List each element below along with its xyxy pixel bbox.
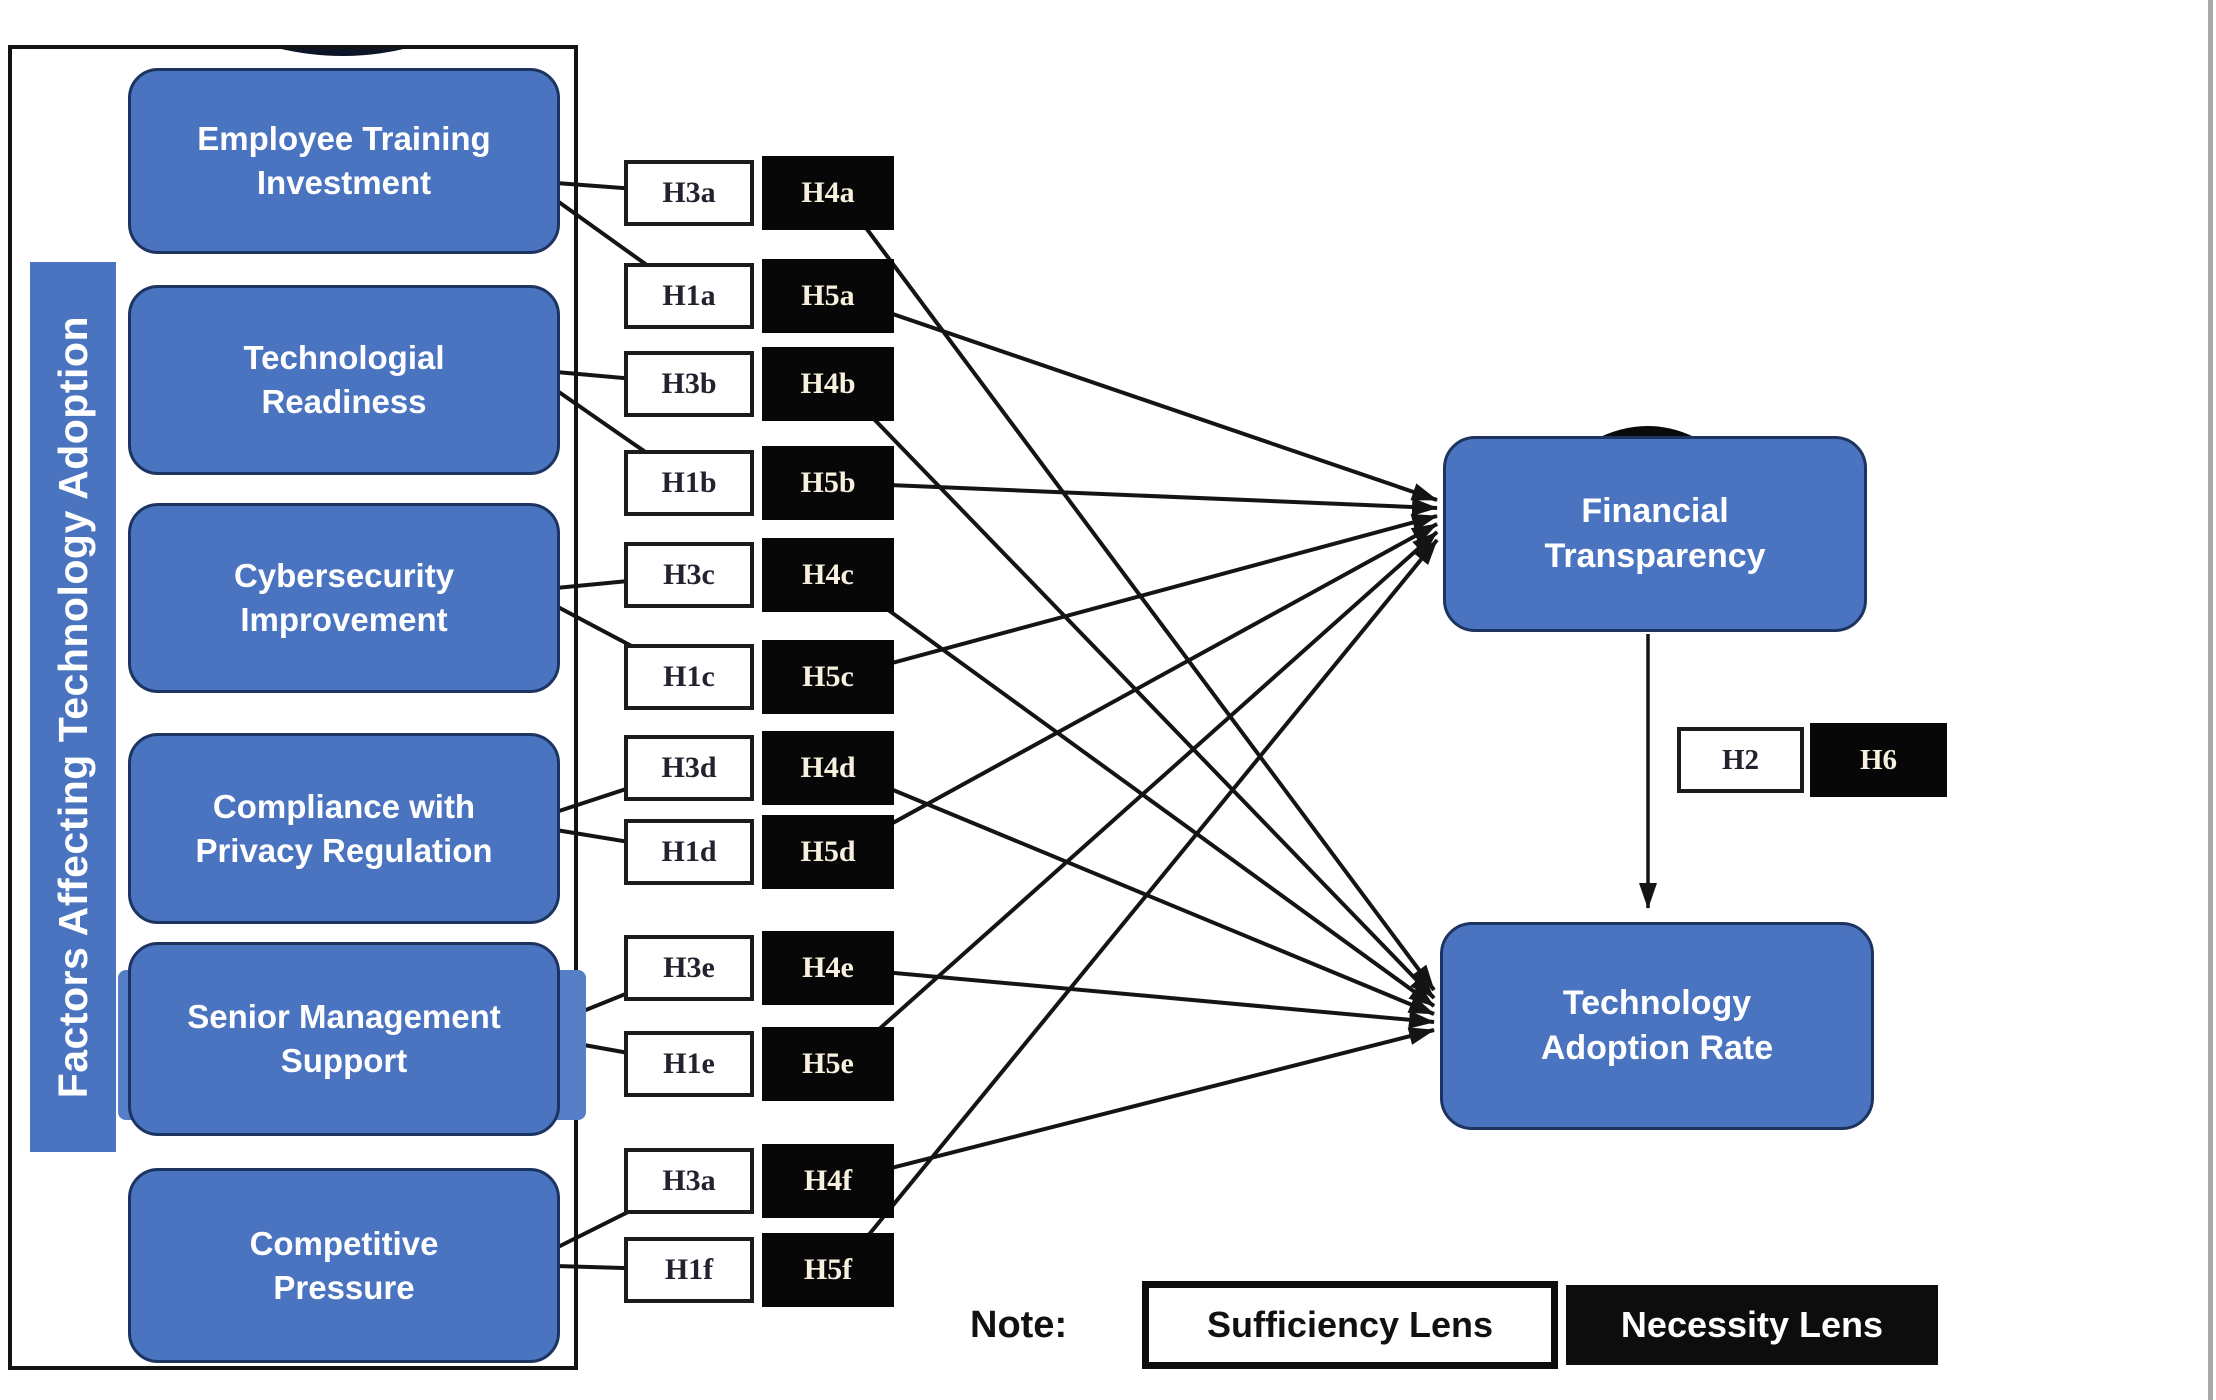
- factors-group-label: Factors Affecting Technology Adoption: [49, 315, 96, 1099]
- legend-necessity-lens: Necessity Lens: [1566, 1285, 1938, 1365]
- sufficiency-label-box: H3a: [624, 160, 754, 226]
- legend-sufficiency-lens: Sufficiency Lens: [1142, 1281, 1558, 1369]
- necessity-label-box: H4b: [762, 347, 894, 421]
- sufficiency-label-box: H3b: [624, 351, 754, 417]
- sufficiency-label-box: H1b: [624, 450, 754, 516]
- factor-competitive-pressure: Competitive Pressure: [128, 1168, 560, 1363]
- sufficiency-label-box: H3e: [624, 935, 754, 1001]
- necessity-label-box: H5d: [762, 815, 894, 889]
- necessity-label-box: H4f: [762, 1144, 894, 1218]
- factor-senior-management-support: Senior Management Support: [128, 942, 560, 1136]
- sufficiency-label-box: H3a: [624, 1148, 754, 1214]
- frame-top-artifact: [277, 48, 408, 56]
- necessity-label-box: H5a: [762, 259, 894, 333]
- factor-cybersecurity-improvement: Cybersecurity Improvement: [128, 503, 560, 693]
- sufficiency-label-box: H1c: [624, 644, 754, 710]
- necessity-label-box: H4e: [762, 931, 894, 1005]
- factors-group-label-strip: Factors Affecting Technology Adoption: [30, 262, 116, 1152]
- sufficiency-label-box: H1a: [624, 263, 754, 329]
- note-label: Note:: [970, 1303, 1068, 1346]
- necessity-label-box: H4c: [762, 538, 894, 612]
- sufficiency-label-box: H1d: [624, 819, 754, 885]
- necessity-label-box: H5e: [762, 1027, 894, 1101]
- mediation-necessity-box: H6: [1810, 723, 1947, 797]
- outcome-technology-adoption-rate: Technology Adoption Rate: [1440, 922, 1874, 1130]
- sufficiency-label-box: H3c: [624, 542, 754, 608]
- necessity-label-box: H5f: [762, 1233, 894, 1307]
- factor-technological-readiness: Technologial Readiness: [128, 285, 560, 475]
- sufficiency-label-box: H3d: [624, 735, 754, 801]
- necessity-label-box: H4d: [762, 731, 894, 805]
- necessity-label-box: H5c: [762, 640, 894, 714]
- factors-group-frame: [8, 45, 578, 1370]
- sufficiency-label-box: H1f: [624, 1237, 754, 1303]
- page-edge-line: [2208, 0, 2213, 1400]
- factor-employee-training: Employee Training Investment: [128, 68, 560, 254]
- sufficiency-label-box: H1e: [624, 1031, 754, 1097]
- edges-to-financial-transparency: [838, 294, 1439, 1272]
- necessity-label-box: H4a: [762, 156, 894, 230]
- factor-privacy-compliance: Compliance with Privacy Regulation: [128, 733, 560, 924]
- necessity-label-box: H5b: [762, 446, 894, 520]
- outcome-financial-transparency: Financial Transparency: [1443, 436, 1867, 632]
- mediation-sufficiency-box: H2: [1677, 727, 1804, 793]
